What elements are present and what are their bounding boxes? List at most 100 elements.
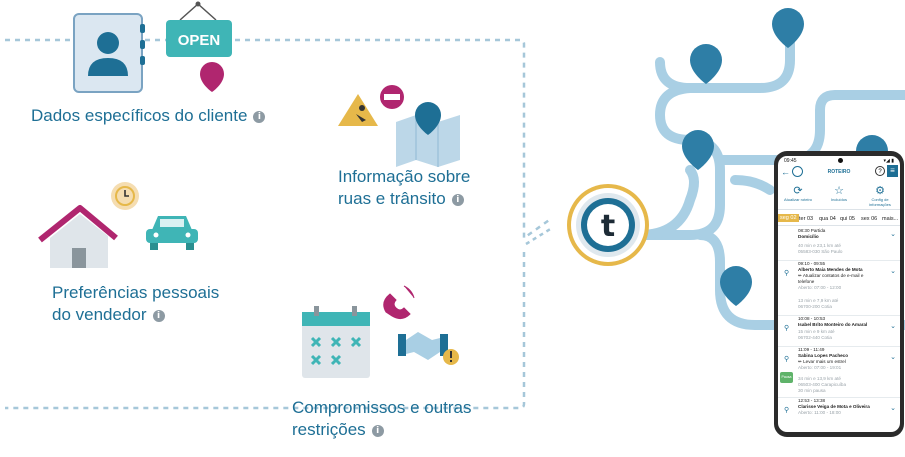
- warning-icon: [443, 349, 459, 365]
- map-pin-icon: [690, 44, 722, 84]
- roadworks-sign-icon: [338, 94, 378, 126]
- person-icon: ⚲: [784, 356, 790, 363]
- list-item-grey: 05583-030 São Paulo: [798, 249, 843, 254]
- tab-day[interactable]: seg 02: [778, 214, 799, 222]
- tab-day[interactable]: mais...: [882, 216, 899, 222]
- settings-icon: ⚙: [875, 185, 885, 197]
- list-item-name: Sabina Lopes Pacheco: [798, 353, 849, 358]
- info-icon[interactable]: i: [152, 309, 165, 322]
- info-icon[interactable]: i: [253, 110, 266, 123]
- settings-button[interactable]: ⚙ Config de informações: [860, 185, 900, 207]
- list-item-name: Clarisse Veiga de Mota e Oliveira: [798, 404, 870, 409]
- open-sign-text: OPEN: [178, 32, 221, 49]
- app-title: ROTEIRO: [827, 169, 851, 175]
- list-item-grey: 13 min e 7,9 km até: [798, 298, 839, 303]
- logo-icon: t: [567, 184, 649, 266]
- list-item-grey: 06503-400 Carapicuíba: [798, 382, 847, 387]
- list-item-grey: 34 min e 13,9 km até: [798, 376, 841, 381]
- divider: [778, 346, 900, 347]
- logo-letter: t: [601, 209, 615, 244]
- menu-icon[interactable]: ≡: [887, 165, 898, 177]
- list-item-name: Alberto Maia Mendes de Mota: [798, 267, 863, 272]
- list-item-grey: 06702-440 Cotia: [798, 335, 832, 340]
- refresh-route-label: Atualizar roteiro: [783, 197, 812, 202]
- road-network: [635, 25, 905, 330]
- chevron-down-icon[interactable]: ⌄: [890, 231, 896, 238]
- clock-icon: [111, 182, 139, 210]
- map-pin-icon: [772, 8, 804, 48]
- list-item-time: 09:10 - 09:55: [798, 261, 826, 266]
- list-item-grey: Aberto: 07:00 - 19:01: [798, 365, 842, 370]
- phone-mockup: 09:45 ▾◢ ▮ ← ROTEIRO ? ≡ ⟳ Atualizar rot…: [774, 151, 904, 437]
- list-item-grey: 15 min e 9 km até: [798, 329, 835, 334]
- list-item-grey: Aberto: 07:00 - 12:00: [798, 285, 842, 290]
- chevron-down-icon[interactable]: ⌄: [890, 268, 896, 275]
- pin-icon: [200, 62, 224, 92]
- included-button[interactable]: ☆ Incluídos: [819, 185, 859, 202]
- label-traffic-line2-row: ruas e trânsito i: [338, 188, 470, 210]
- status-bar: 09:45 ▾◢ ▮: [784, 158, 894, 165]
- info-icon[interactable]: i: [451, 193, 464, 206]
- tab-day[interactable]: qua 04: [819, 216, 836, 222]
- tab-day[interactable]: ter 03: [799, 216, 814, 222]
- label-traffic-line1: Informação sobre: [338, 167, 471, 186]
- tab-day[interactable]: qui 05: [840, 216, 855, 222]
- list-item-grey: 40 min e 23,1 km até: [798, 243, 841, 248]
- dashed-connector: [525, 226, 553, 246]
- list-item-grey: 30 min pausa: [798, 388, 826, 393]
- action-bar: ⟳ Atualizar roteiro ☆ Incluídos ⚙ Config…: [778, 183, 900, 210]
- list-item-time: 08:30 Partida: [798, 228, 826, 233]
- label-client-data-text: Dados específicos do cliente: [31, 106, 248, 125]
- refresh-icon: ⟳: [793, 185, 803, 197]
- person-icon: ⚲: [784, 270, 790, 277]
- label-traffic-line2: ruas e trânsito: [338, 189, 446, 208]
- calendar-icon: [302, 306, 370, 378]
- list-item-detail: ✏ Atualizar contatos de e-mail e: [798, 273, 864, 278]
- list-item-time: 12:53 - 13:38: [798, 398, 826, 403]
- list-item-time: 10:08 - 10:53: [798, 316, 826, 321]
- chevron-down-icon[interactable]: ⌄: [890, 405, 896, 412]
- pause-badge: Pausa: [780, 372, 793, 383]
- help-icon[interactable]: ?: [875, 166, 885, 176]
- day-tabs: seg 02 ter 03 qua 04 qui 05 sex 06 mais.…: [778, 213, 900, 226]
- divider: [778, 397, 900, 398]
- list-item-time: 11:09 - 11:49: [798, 347, 825, 352]
- camera-icon: [838, 158, 843, 163]
- label-client-data: Dados específicos do cliente i: [31, 105, 266, 127]
- list-item-grey: 06700-200 Cotia: [798, 304, 832, 309]
- label-appointments-line1: Compromissos e outras: [292, 398, 472, 417]
- info-icon[interactable]: i: [371, 424, 384, 437]
- chevron-down-icon[interactable]: ⌄: [890, 354, 896, 361]
- refresh-route-button[interactable]: ⟳ Atualizar roteiro: [778, 185, 818, 202]
- list-item-detail: ✏ Levar mais um estrel: [798, 359, 846, 364]
- map-pin-icon: [682, 130, 714, 170]
- divider: [778, 260, 900, 261]
- handshake-icon: [398, 332, 448, 360]
- back-arrow-icon[interactable]: ←: [781, 167, 790, 177]
- no-entry-icon: [380, 85, 404, 109]
- address-book-icon: [73, 13, 145, 93]
- status-time: 09:45: [784, 158, 797, 164]
- person-icon: ⚲: [784, 407, 790, 414]
- phone-handset-icon: [383, 285, 415, 320]
- app-logo-icon: [792, 166, 803, 177]
- included-label: Incluídos: [830, 197, 847, 202]
- label-preferences-line2: do vendedor: [52, 305, 147, 324]
- map-pin-icon: [720, 266, 752, 306]
- status-indicators: ▾◢ ▮: [883, 158, 895, 164]
- chevron-down-icon[interactable]: ⌄: [890, 323, 896, 330]
- car-icon: [146, 216, 198, 250]
- dashed-frame: [5, 38, 553, 410]
- person-icon: ⚲: [784, 325, 790, 332]
- list-item-sub: telefone: [798, 279, 815, 284]
- list-item-name: Domicílio: [798, 234, 819, 239]
- list-item-name: Isabel Brito Monteiro do Amaral: [798, 322, 868, 327]
- tab-day[interactable]: sex 06: [861, 216, 878, 222]
- phone-screen: 09:45 ▾◢ ▮ ← ROTEIRO ? ≡ ⟳ Atualizar rot…: [778, 156, 900, 432]
- label-traffic-info: Informação sobre ruas e trânsito i: [338, 166, 470, 210]
